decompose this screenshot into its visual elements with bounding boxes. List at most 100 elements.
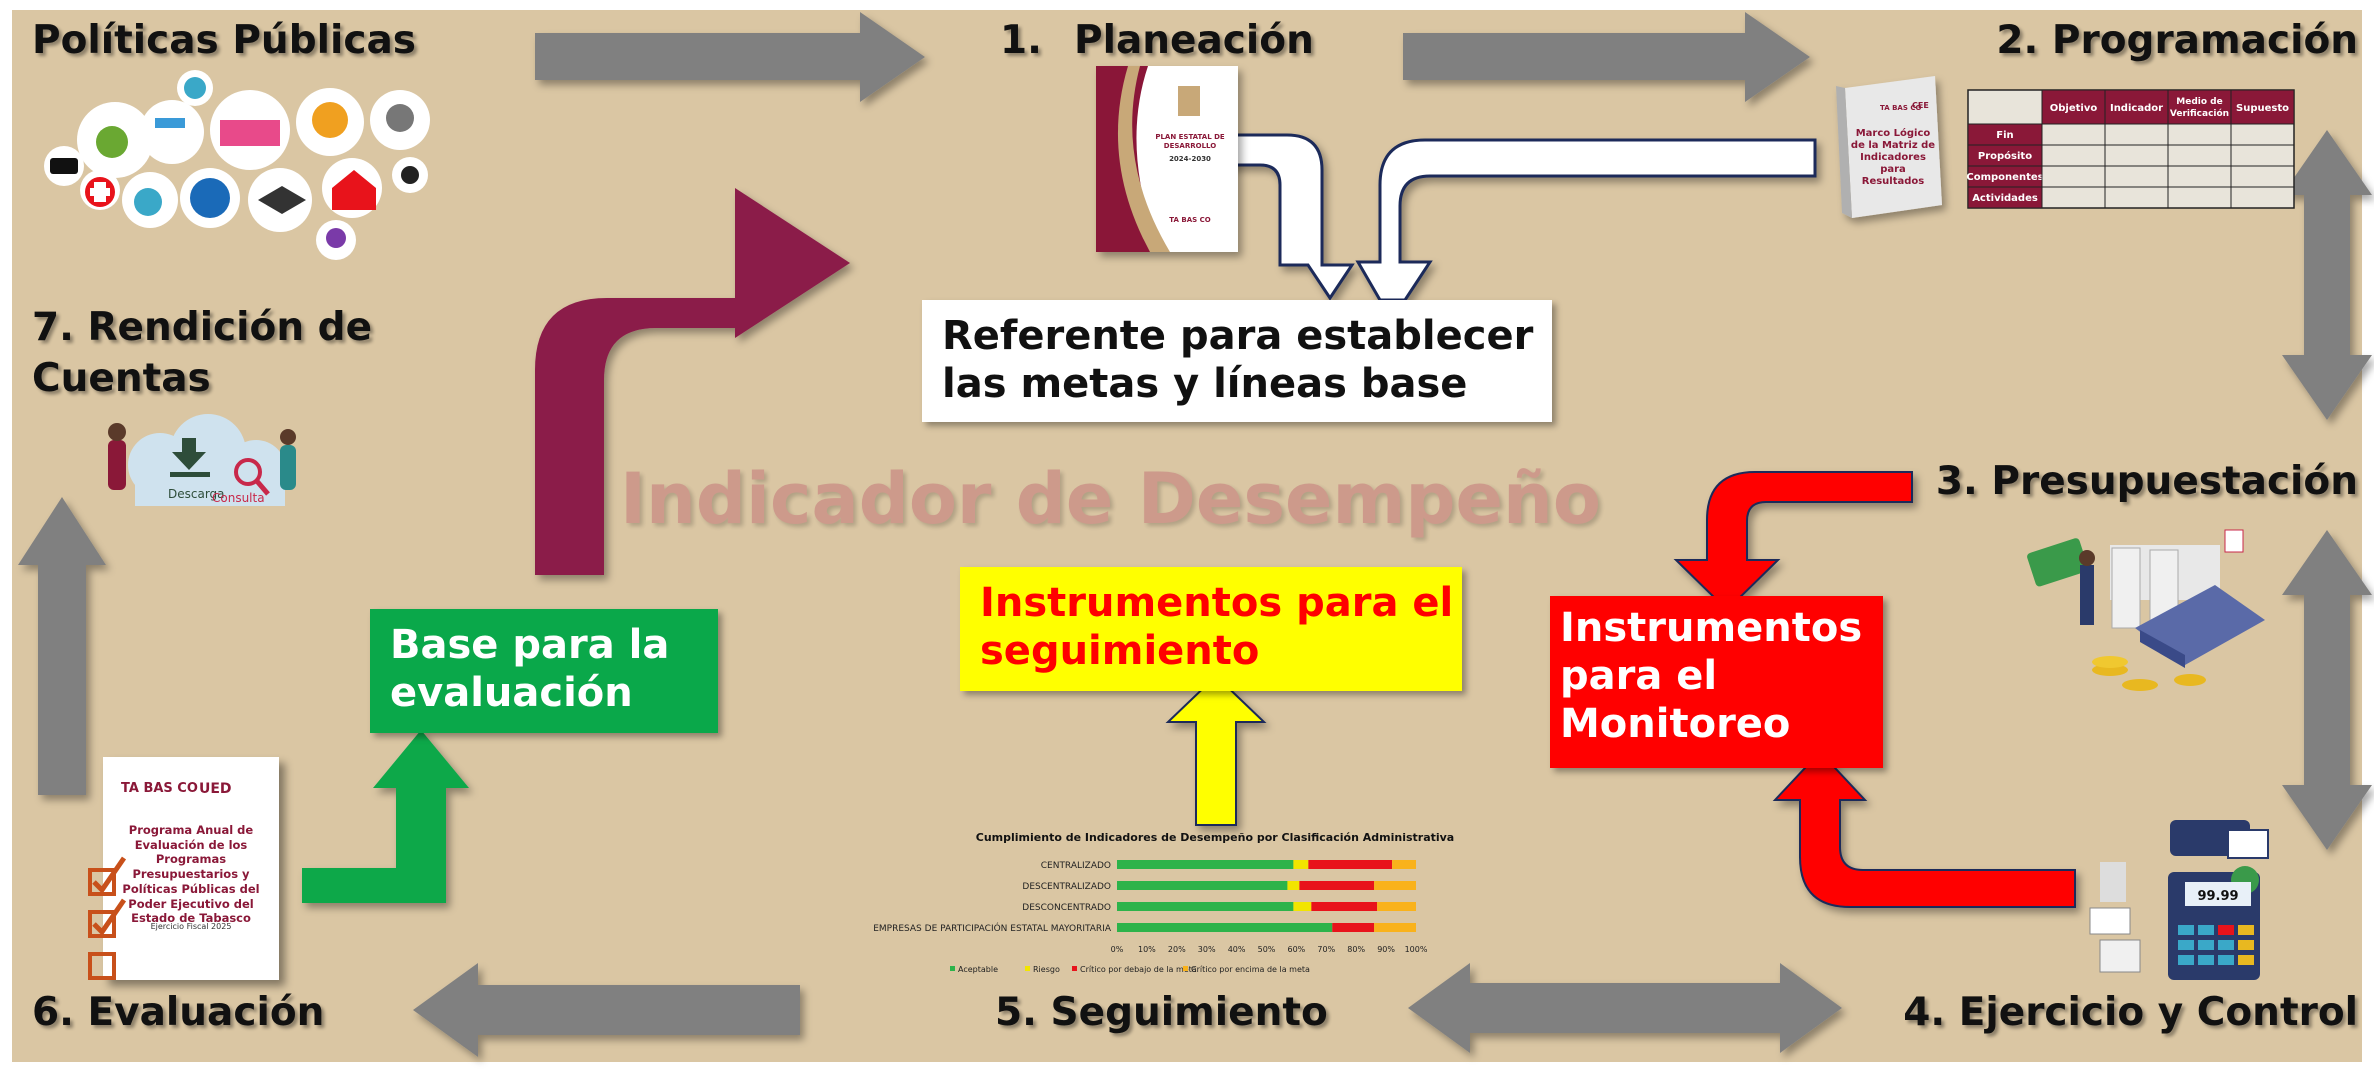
chart-tick-label: 80%	[1347, 945, 1365, 954]
white-arrow-from-plan	[1220, 133, 1355, 301]
monitoreo-line-1: Instrumentos	[1560, 605, 1863, 651]
pae-title-line: Programas	[155, 852, 227, 867]
chart-bar-segment	[1374, 923, 1416, 932]
mml-table-header-text: Indicador	[2110, 103, 2163, 114]
mml-table-header-cell	[2104, 89, 2169, 125]
mml-table-row-label: Actividades	[1972, 193, 2038, 204]
ped-line3: 2024-2030	[1169, 155, 1211, 163]
pae-document: TA BAS CO UED Programa Anual de Evaluaci…	[103, 757, 279, 980]
pae-year: Ejercicio Fiscal 2025	[150, 922, 232, 931]
arrow-ejercicio-seguimiento	[1408, 963, 1842, 1053]
label-planeacion: Planeación	[1074, 18, 1314, 63]
pae-title-line: Poder Ejecutivo del	[128, 896, 254, 911]
yellow-arrow	[1165, 674, 1267, 826]
watermark-title: Indicador de Desempeño	[620, 458, 1601, 540]
mml-table-header-cell	[2041, 89, 2106, 125]
mml-line-3: para	[1880, 164, 1906, 175]
chart-bar-segment	[1293, 860, 1309, 869]
ped-logo: TA BAS CO	[1169, 216, 1210, 224]
chart-bar-segment	[1332, 923, 1375, 932]
chart-bar-segment	[1293, 902, 1312, 911]
pae-title-line: Evaluación de los	[134, 837, 248, 852]
chart-bar-segment	[1117, 881, 1288, 890]
mml-table-row-label: Componentes	[1966, 172, 2043, 183]
chart-bar-segment	[1117, 902, 1294, 911]
checklist-icon	[88, 856, 127, 980]
arrow-evaluacion-to-rendicion	[18, 497, 106, 795]
chart-tick-label: 100%	[1405, 945, 1428, 954]
query-label: Consulta	[212, 491, 265, 505]
ped-line2: DESARROLLO	[1164, 142, 1216, 150]
mml-line-1: de la Matriz de	[1851, 140, 1935, 151]
pae-title-line: Estado de Tabasco	[131, 911, 251, 926]
chart-bar-segment	[1117, 860, 1294, 869]
chart-bar-segment	[1311, 902, 1378, 911]
chart-legend-label: Aceptable	[958, 965, 998, 974]
label-ejercicio-control: 4. Ejercicio y Control	[1903, 990, 2358, 1035]
chart-category-label: DESCONCENTRADO	[1022, 903, 1111, 913]
mml-badge: CEE	[1912, 101, 1929, 110]
chart-tick-label: 90%	[1377, 945, 1395, 954]
referente-box: Referente para establecer las metas y lí…	[922, 300, 1552, 422]
label-evaluacion: 6. Evaluación	[32, 990, 325, 1035]
arrow-seguimiento-to-evaluacion	[413, 963, 800, 1057]
pae-title-line: Políticas Públicas del	[122, 881, 260, 896]
chart-bar-segment	[1308, 860, 1393, 869]
base-line-1: Base para la	[390, 622, 670, 668]
chart-legend-swatch	[1183, 966, 1188, 971]
label-rendicion-2: Cuentas	[32, 356, 211, 401]
red-arrow-presupuestacion-to-monitoreo	[1673, 471, 1913, 612]
arrow-politicas-to-planeacion	[535, 12, 925, 102]
mml-line-0: Marco Lógico	[1856, 127, 1931, 139]
mml-table-header-text: Supuesto	[2236, 103, 2289, 114]
mml-table-row-label: Propósito	[1978, 150, 2032, 162]
ped-line1: PLAN ESTATAL DE	[1155, 133, 1225, 141]
arrow-programacion-presupuestacion	[2282, 130, 2372, 420]
pae-badge: UED	[199, 781, 232, 797]
arrow-planeacion-to-programacion	[1403, 12, 1810, 102]
instrumentos-monitoreo-box: Instrumentos para el Monitoreo	[1550, 596, 1883, 768]
monitoreo-line-2: para el	[1560, 653, 1718, 699]
mml-table-row-label: Fin	[1996, 130, 2013, 141]
pae-title-line: Programa Anual de	[128, 823, 254, 837]
mml-table-header-text: Verificación	[2170, 108, 2229, 119]
monitoreo-line-3: Monitoreo	[1560, 701, 1791, 747]
chart-legend-swatch	[1025, 966, 1030, 971]
public-policy-icons	[44, 70, 430, 260]
referente-line-2: las metas y líneas base	[942, 361, 1468, 407]
pae-title-line: Presupuestarios y	[132, 867, 250, 882]
arrow-presupuestacion-ejercicio	[2282, 530, 2372, 850]
chart-bar-segment	[1299, 881, 1375, 890]
mml-table-header-text: Objetivo	[2050, 103, 2098, 114]
performance-chart: Cumplimiento de Indicadores de Desempeño…	[873, 831, 1454, 974]
mml-table-header-text: Medio de	[2176, 97, 2222, 107]
label-presupuestacion: 3. Presupuestación	[1935, 459, 2358, 504]
mml-logo: TA BAS CO	[1880, 104, 1921, 112]
chart-bar-segment	[1287, 881, 1300, 890]
label-seguimiento: 5. Seguimiento	[995, 990, 1328, 1035]
seguimiento-box-line-1: Instrumentos para el	[980, 580, 1454, 626]
chart-legend-label: Crítico por encima de la meta	[1191, 965, 1310, 974]
chart-category-label: CENTRALIZADO	[1041, 861, 1111, 871]
label-politicas-publicas: Políticas Públicas	[32, 18, 417, 63]
mml-table-header-cell	[2230, 89, 2295, 125]
instrumentos-seguimiento-box: Instrumentos para el seguimiento	[960, 567, 1462, 691]
chart-tick-label: 20%	[1168, 945, 1186, 954]
seguimiento-box-line-2: seguimiento	[980, 628, 1260, 674]
calculator-display: 99.99	[2197, 889, 2238, 904]
chart-legend-swatch	[1072, 966, 1077, 971]
pae-title: Programa Anual de Evaluación de los Prog…	[107, 823, 275, 926]
chart-tick-label: 10%	[1138, 945, 1156, 954]
chart-tick-label: 30%	[1198, 945, 1216, 954]
red-arrow-ejercicio-to-monitoreo	[1772, 750, 2076, 908]
mml-table-cell	[2230, 186, 2295, 209]
ped-cover-image	[1096, 66, 1238, 252]
base-line-2: evaluación	[390, 670, 633, 716]
chart-tick-label: 50%	[1258, 945, 1276, 954]
label-rendicion-1: 7. Rendición de	[32, 305, 373, 350]
chart-legend-label: Riesgo	[1033, 965, 1060, 974]
mml-table-header-cell	[2167, 89, 2232, 125]
chart-tick-label: 0%	[1111, 945, 1124, 954]
